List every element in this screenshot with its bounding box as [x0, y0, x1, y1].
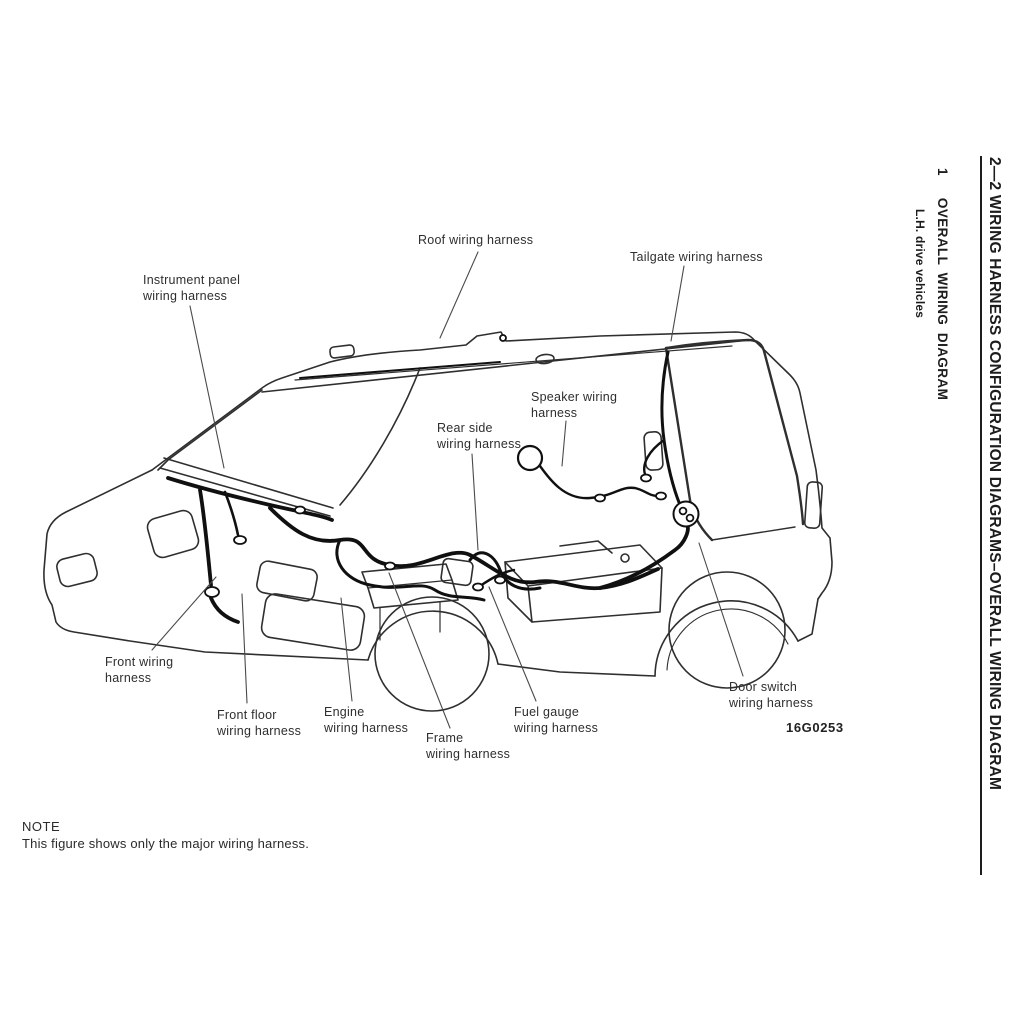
- leader-lines: [151, 251, 744, 729]
- instrument-panel-harness: [166, 476, 334, 522]
- label-text: Engine: [324, 705, 365, 719]
- leader-roof: [439, 251, 479, 339]
- label-roof-wiring-harness: Roof wiring harness: [418, 232, 533, 248]
- figure-code: 16G0253: [786, 720, 844, 735]
- label-frame-wiring-harness: Frame wiring harness: [426, 730, 510, 762]
- label-text: Fuel gauge: [514, 705, 580, 719]
- label-tailgate-wiring-harness: Tailgate wiring harness: [630, 249, 763, 265]
- speaker-harness: [538, 464, 662, 500]
- section-heading: 1OVERALL WIRING DIAGRAM: [934, 168, 951, 428]
- speaker: [516, 444, 544, 472]
- leader-door-switch: [698, 542, 744, 677]
- floor-to-door-harness: [598, 522, 690, 590]
- section-number: 1: [935, 168, 950, 176]
- front-harness: [198, 488, 240, 624]
- rear-lamp: [803, 481, 824, 529]
- front-wheel: [374, 596, 490, 712]
- label-text: wiring harness: [217, 724, 302, 738]
- label-instrument-panel-wiring-harness: Instrument panel wiring harness: [143, 272, 240, 304]
- roof-harness: [299, 361, 501, 379]
- label-speaker-wiring-harness: Speaker wiring harness: [531, 389, 617, 421]
- fuel-tank: [504, 540, 663, 623]
- label-text: Instrument panel: [143, 273, 241, 287]
- front-marker-lamp: [56, 552, 98, 588]
- label-text: wiring harness: [426, 747, 511, 761]
- harness-lines: [166, 350, 690, 624]
- header-rule: [980, 156, 982, 875]
- figure-note: NOTE This figure shows only the major wi…: [22, 819, 309, 851]
- label-engine-wiring-harness: Engine wiring harness: [324, 704, 408, 736]
- label-text: wiring harness: [143, 289, 228, 303]
- roof-dome-light: [535, 353, 555, 365]
- section-title: OVERALL WIRING DIAGRAM: [935, 197, 950, 401]
- label-text: wiring harness: [437, 437, 522, 451]
- label-text: wiring harness: [324, 721, 409, 735]
- label-front-floor-wiring-harness: Front floor wiring harness: [217, 707, 301, 739]
- front-grommet: [204, 586, 220, 598]
- label-text: harness: [531, 406, 578, 420]
- leader-frame: [388, 572, 451, 729]
- label-text: Rear side: [437, 421, 493, 435]
- quarter-vent: [643, 431, 664, 471]
- rear-wheel: [668, 571, 786, 689]
- leader-engine: [340, 597, 353, 702]
- label-front-wiring-harness: Front wiring harness: [105, 654, 173, 686]
- leader-speaker: [561, 420, 567, 467]
- label-text: wiring harness: [514, 721, 599, 735]
- leader-rear-side: [471, 453, 479, 551]
- headlight: [146, 509, 200, 559]
- label-text: Roof wiring harness: [418, 233, 534, 247]
- leader-front: [151, 576, 217, 651]
- label-text: Speaker wiring: [531, 390, 618, 404]
- label-text: harness: [105, 671, 152, 685]
- label-text: Frame: [426, 731, 464, 745]
- label-rear-side-wiring-harness: Rear side wiring harness: [437, 420, 521, 452]
- tailgate-frame: [664, 338, 805, 526]
- leader-front-floor: [241, 593, 248, 704]
- label-text: Tailgate wiring harness: [630, 250, 763, 264]
- connectors: [204, 334, 700, 598]
- fuel-gauge-harness: [478, 568, 516, 588]
- label-text: Front wiring: [105, 655, 174, 669]
- leader-fuel-gauge: [488, 586, 537, 702]
- label-door-switch-wiring-harness: Door switch wiring harness: [729, 679, 813, 711]
- leader-tailgate: [670, 265, 685, 342]
- leader-instrument: [189, 305, 225, 469]
- rear-side-harness: [468, 551, 542, 591]
- note-body: This figure shows only the major wiring …: [22, 836, 310, 851]
- page-header-title: 2—2 WIRING HARNESS CONFIGURATION DIAGRAM…: [986, 157, 1003, 791]
- label-text: Front floor: [217, 708, 277, 722]
- label-fuel-gauge-wiring-harness: Fuel gauge wiring harness: [514, 704, 598, 736]
- label-text: Door switch: [729, 680, 798, 694]
- label-text: wiring harness: [729, 696, 814, 710]
- note-title: NOTE: [22, 819, 61, 834]
- section-subtitle: L.H. drive vehicles: [913, 209, 927, 319]
